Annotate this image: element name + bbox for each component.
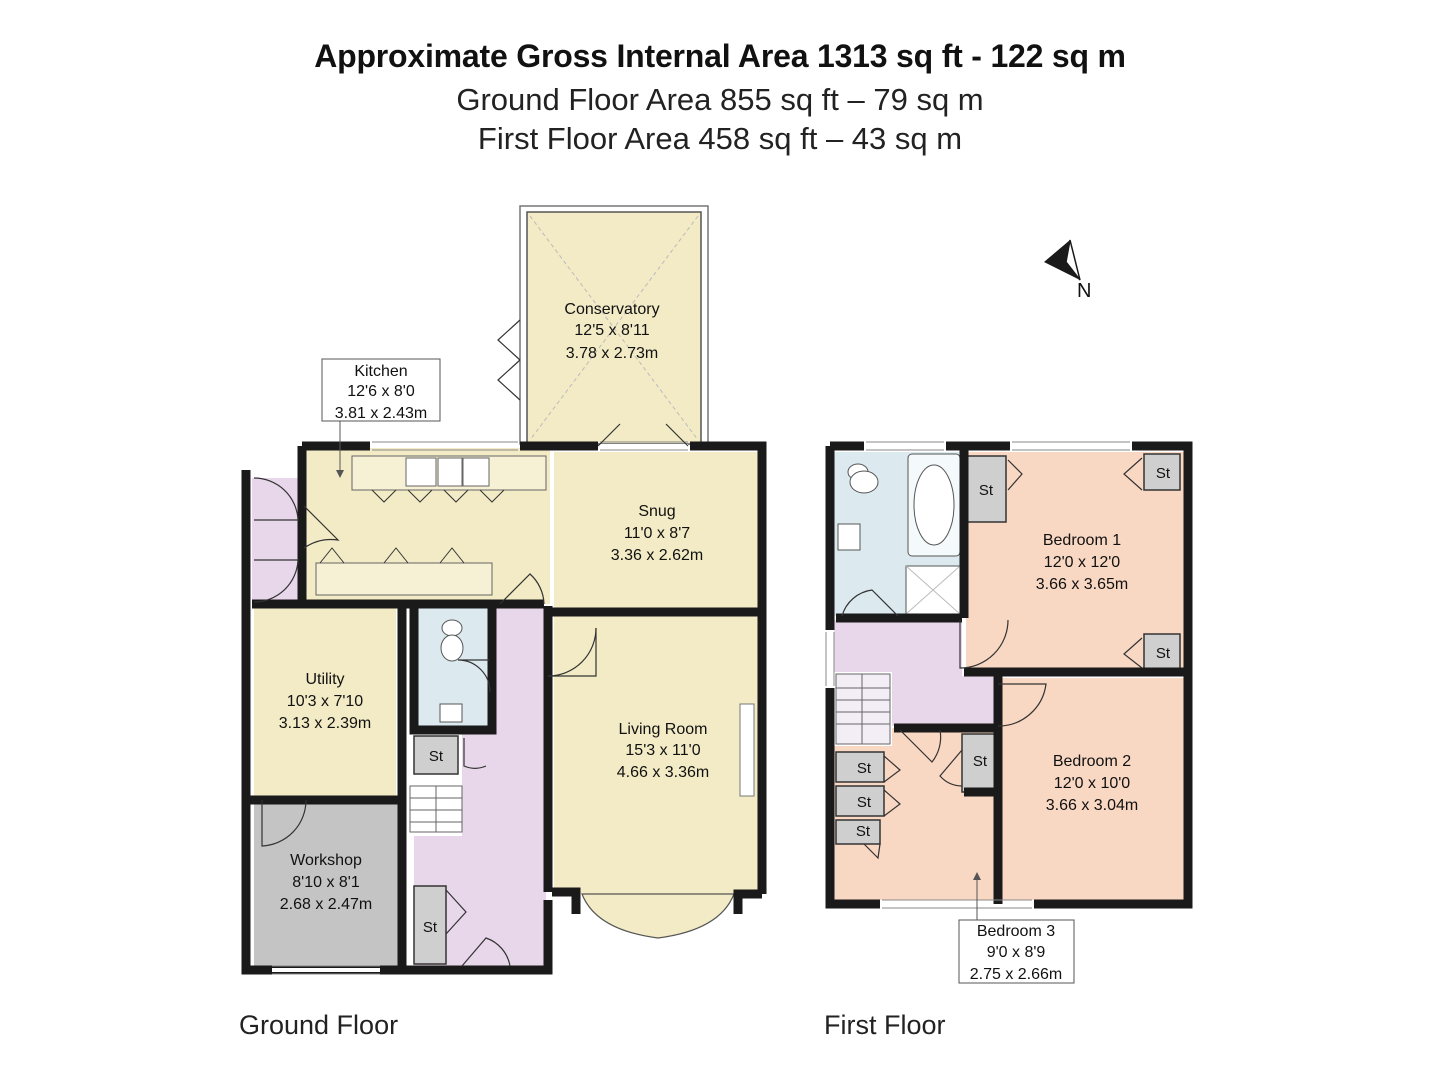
ground-floor-area: Ground Floor Area 855 sq ft – 79 sq m [456,82,984,117]
storage-cupboard [1143,453,1181,491]
svg-text:12'5 x 8'11: 12'5 x 8'11 [574,322,649,339]
svg-text:Bedroom 1: Bedroom 1 [1043,532,1121,549]
storage-cupboard [413,735,459,775]
bedroom-1-label: Bedroom 1 12'0 x 12'0 3.66 x 3.65m [1036,532,1129,593]
storage-cupboard [965,455,1007,523]
svg-text:8'10 x 8'1: 8'10 x 8'1 [292,874,360,891]
svg-text:3.66 x 3.04m: 3.66 x 3.04m [1046,797,1139,814]
living-room [554,616,758,894]
storage-label: St [979,482,994,499]
svg-text:9'0 x 8'9: 9'0 x 8'9 [987,944,1046,961]
svg-text:Utility: Utility [305,671,344,688]
living-room-label: Living Room 15'3 x 11'0 4.66 x 3.36m [617,721,710,781]
storage-label: St [1156,645,1171,662]
svg-text:12'0 x 10'0: 12'0 x 10'0 [1054,775,1130,792]
north-arrow-icon [1044,239,1081,281]
svg-text:4.66 x 3.36m: 4.66 x 3.36m [617,764,710,781]
ground-hallway [414,606,546,966]
snug-room [554,452,758,610]
storage-label: St [856,823,871,840]
conservatory-label: Conservatory 12'5 x 8'11 3.78 x 2.73m [564,301,659,362]
svg-text:11'0 x 8'7: 11'0 x 8'7 [624,525,690,542]
first-landing [834,620,996,726]
first-floor-plan [825,441,1193,909]
storage-cupboard [835,819,881,845]
north-label: N [1077,280,1092,302]
svg-text:12'0 x 12'0: 12'0 x 12'0 [1044,554,1120,571]
first-stairs [835,673,891,745]
svg-text:Snug: Snug [638,503,675,520]
storage-label: St [857,794,872,811]
storage-label: St [429,748,444,765]
svg-text:Workshop: Workshop [290,852,362,869]
svg-text:Conservatory: Conservatory [564,301,659,318]
svg-text:3.66 x 3.65m: 3.66 x 3.65m [1036,576,1129,593]
svg-text:2.75 x 2.66m: 2.75 x 2.66m [970,966,1063,983]
workshop-room [254,800,398,968]
snug-label: Snug 11'0 x 8'7 3.36 x 2.62m [611,503,704,564]
storage-cupboard [413,885,447,965]
svg-text:Bedroom 2: Bedroom 2 [1053,753,1131,770]
workshop-label: Workshop 8'10 x 8'1 2.68 x 2.47m [280,852,373,913]
ground-floor-label: Ground Floor [239,1010,399,1040]
storage-label: St [423,919,438,936]
storage-cupboard [961,733,997,793]
utility-label: Utility 10'3 x 7'10 3.13 x 2.39m [279,671,372,732]
bedroom-3-label: Bedroom 3 9'0 x 8'9 2.75 x 2.66m [958,872,1075,984]
entry-lobby [252,478,304,604]
first-floor-label: First Floor [824,1010,946,1040]
first-floor-area: First Floor Area 458 sq ft – 43 sq m [477,121,963,156]
svg-text:3.36 x 2.62m: 3.36 x 2.62m [611,547,704,564]
svg-text:3.81 x 2.43m: 3.81 x 2.43m [335,405,428,422]
svg-text:Living Room: Living Room [619,721,708,738]
storage-cupboard [835,751,885,783]
storage-cupboard [1143,633,1181,671]
svg-text:Kitchen: Kitchen [354,363,407,380]
kitchen-label: Kitchen 12'6 x 8'0 3.81 x 2.43m [321,358,441,478]
svg-text:12'6 x 8'0: 12'6 x 8'0 [347,383,415,400]
svg-text:2.68 x 2.47m: 2.68 x 2.47m [280,896,373,913]
svg-text:15'3 x 11'0: 15'3 x 11'0 [625,742,700,759]
utility-room [254,608,396,796]
ground-stairs [409,785,463,833]
storage-label: St [973,753,988,770]
svg-text:3.13 x 2.39m: 3.13 x 2.39m [279,715,372,732]
svg-text:10'3 x 7'10: 10'3 x 7'10 [287,693,363,710]
bedroom-2-label: Bedroom 2 12'0 x 10'0 3.66 x 3.04m [1046,753,1139,814]
gross-area-title: Approximate Gross Internal Area 1313 sq … [314,38,1126,74]
ground-floor-plan [241,205,767,975]
svg-text:3.78 x 2.73m: 3.78 x 2.73m [566,345,659,362]
storage-label: St [1156,465,1171,482]
svg-text:Bedroom 3: Bedroom 3 [977,923,1055,940]
storage-cupboard [835,785,885,817]
storage-label: St [857,760,872,777]
